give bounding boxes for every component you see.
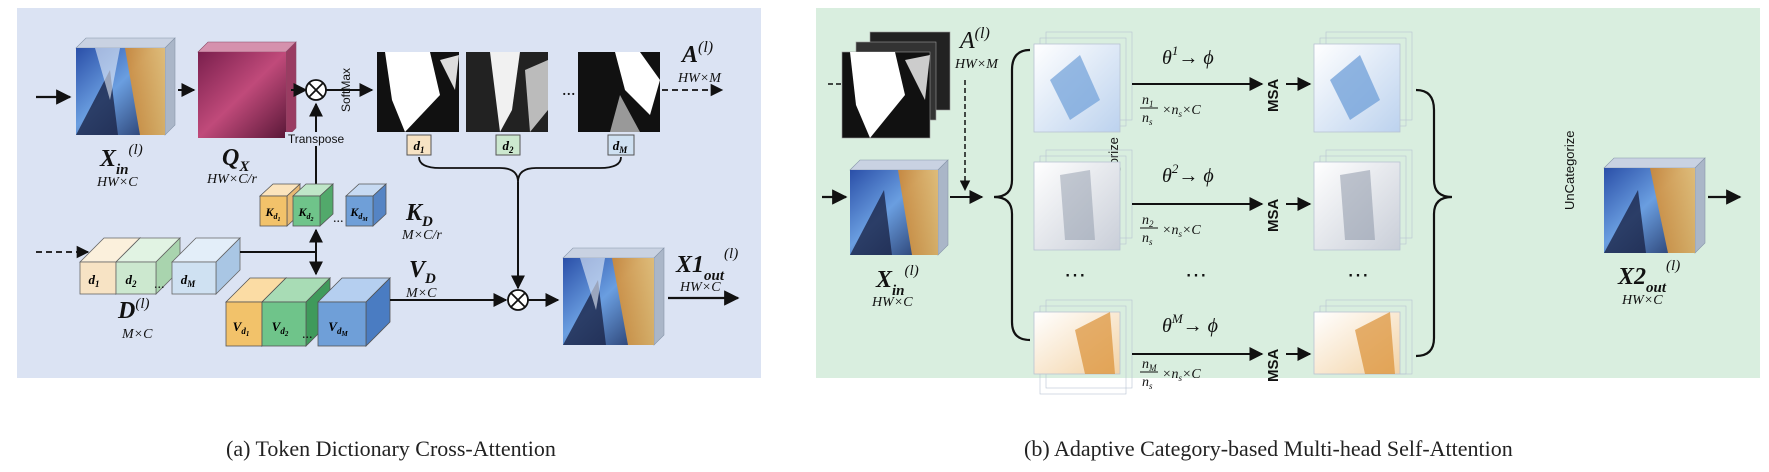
row-1-transform: θ1→ ϕ n1 ns ×ns×C MSA [1132, 43, 1312, 127]
matmul-operator-1 [305, 79, 327, 101]
svg-text:n2: n2 [1142, 213, 1154, 229]
svg-text:×ns×C: ×ns×C [1162, 367, 1201, 383]
msa-output-cube-m [1313, 299, 1413, 375]
svg-text:HW×C: HW×C [96, 175, 138, 190]
row-2-transform: θ2→ ϕ n2 ns ×ns×C MSA [1132, 161, 1312, 247]
svg-text:ns: ns [1142, 231, 1153, 247]
svg-text:Vd2: Vd2 [272, 319, 289, 338]
output-dots: ⋯ [1347, 262, 1369, 287]
d-tag-2: d2 [495, 134, 521, 156]
svg-text:Xin(l): Xin(l) [99, 142, 143, 178]
svg-text:θ1→ ϕ: θ1→ ϕ [1162, 43, 1214, 69]
attention-ellipsis: ... [562, 79, 576, 99]
v-d-blocks: Vd1 Vd2 ... VdM [225, 277, 391, 347]
svg-text:dM: dM [181, 272, 197, 289]
svg-text:...: ... [333, 211, 344, 226]
x2-out-label: X2out(l) HW×C [1617, 258, 1680, 308]
formula-dots: ⋯ [1185, 262, 1207, 287]
svg-text:X1out(l): X1out(l) [675, 246, 738, 284]
svg-text:HW×C: HW×C [679, 280, 721, 295]
dict-label: D(l) M×C [117, 296, 153, 342]
attention-map-1 [377, 52, 459, 132]
svg-text:VD: VD [409, 257, 436, 287]
softmax-label: SoftMax [339, 68, 353, 112]
svg-text:×ns×C: ×ns×C [1162, 103, 1201, 119]
svg-text:QX: QX [222, 145, 250, 175]
svg-text:M×C/r: M×C/r [401, 228, 442, 243]
attention-stack-b [841, 31, 951, 139]
svg-text:X2out(l): X2out(l) [1617, 258, 1680, 296]
svg-text:VdM: VdM [328, 319, 348, 338]
svg-text:D(l): D(l) [117, 296, 150, 324]
svg-text:MSA: MSA [1265, 349, 1282, 383]
svg-text:...: ... [154, 277, 165, 292]
svg-text:Vd1: Vd1 [233, 319, 250, 338]
svg-text:M×C: M×C [405, 286, 437, 301]
attention-label-b: A(l) HW×M [954, 25, 999, 72]
attention-label-a: A(l) HW×M [677, 39, 722, 86]
v-d-label: VD M×C [405, 257, 437, 301]
svg-text:A(l): A(l) [680, 39, 713, 68]
k-d-label: KD M×C/r [401, 200, 442, 243]
q-x-label: QX HW×C/r [206, 145, 257, 187]
transpose-label: Transpose [288, 132, 345, 146]
d-tag-1: d1 [406, 134, 432, 156]
category-cube-1 [1033, 31, 1133, 133]
svg-text:d1: d1 [89, 272, 100, 289]
d-tag-m: dM [607, 134, 635, 156]
svg-text:HW×C: HW×C [1621, 293, 1663, 308]
svg-text:d2: d2 [126, 272, 138, 289]
row-m-transform: θM→ ϕ nM ns ×ns×C MSA [1132, 311, 1312, 391]
category-dots-left: ⋯ [1064, 262, 1086, 287]
svg-text:nM: nM [1142, 357, 1157, 373]
dictionary-blocks: d1 d2 ... dM [79, 237, 241, 295]
x-in-feature-cube [75, 37, 176, 136]
matmul-operator-2 [507, 289, 529, 311]
svg-text:ns: ns [1142, 375, 1153, 391]
svg-text:θ2→ ϕ: θ2→ ϕ [1162, 161, 1214, 187]
svg-text:d1: d1 [414, 138, 425, 155]
svg-text:dM: dM [613, 138, 629, 155]
svg-text:d2: d2 [503, 138, 515, 155]
k-d-blocks: Kd1 Kd2 ... KdM [258, 183, 388, 227]
svg-text:KdM: KdM [349, 205, 368, 223]
msa-output-cube-1 [1313, 31, 1413, 133]
svg-text:Kd1: Kd1 [264, 205, 280, 223]
attention-map-m [578, 52, 660, 132]
svg-text:ns: ns [1142, 111, 1153, 127]
category-cube-m [1033, 299, 1133, 395]
x-in-cube-b [849, 159, 949, 256]
x-in-label-a: Xin(l) HW×C [96, 142, 143, 190]
svg-text:M×C: M×C [121, 327, 153, 342]
msa-output-cube-2 [1313, 149, 1413, 251]
uncategorize-brace [1415, 88, 1453, 358]
svg-text:Xin(l): Xin(l) [875, 263, 919, 299]
uncategorize-label: UnCategorize [1562, 131, 1577, 211]
x1-out-label: X1out(l) HW×C [675, 246, 738, 295]
x2-out-cube [1603, 157, 1706, 254]
svg-text:Kd2: Kd2 [297, 205, 313, 223]
svg-text:HW×M: HW×M [677, 71, 722, 86]
svg-text:A(l): A(l) [958, 25, 990, 54]
attention-map-2 [466, 52, 548, 132]
x1-out-cube [562, 247, 665, 346]
svg-text:HW×M: HW×M [954, 57, 999, 72]
svg-text:HW×C/r: HW×C/r [206, 172, 257, 187]
svg-text:HW×C: HW×C [871, 295, 913, 310]
svg-text:...: ... [302, 327, 313, 342]
category-cube-2 [1033, 149, 1133, 251]
svg-text:θM→ ϕ: θM→ ϕ [1162, 311, 1218, 337]
svg-text:×ns×C: ×ns×C [1162, 223, 1201, 239]
categorize-brace [993, 48, 1031, 342]
svg-text:KD: KD [405, 200, 433, 230]
svg-text:n1: n1 [1142, 93, 1154, 109]
svg-text:MSA: MSA [1265, 199, 1282, 233]
caption-b: (b) Adaptive Category-based Multi-head S… [1024, 436, 1513, 461]
x-in-label-b: Xin(l) HW×C [871, 263, 919, 310]
caption-a: (a) Token Dictionary Cross-Attention [226, 436, 556, 461]
q-x-cube [197, 41, 297, 139]
svg-text:MSA: MSA [1265, 79, 1282, 113]
